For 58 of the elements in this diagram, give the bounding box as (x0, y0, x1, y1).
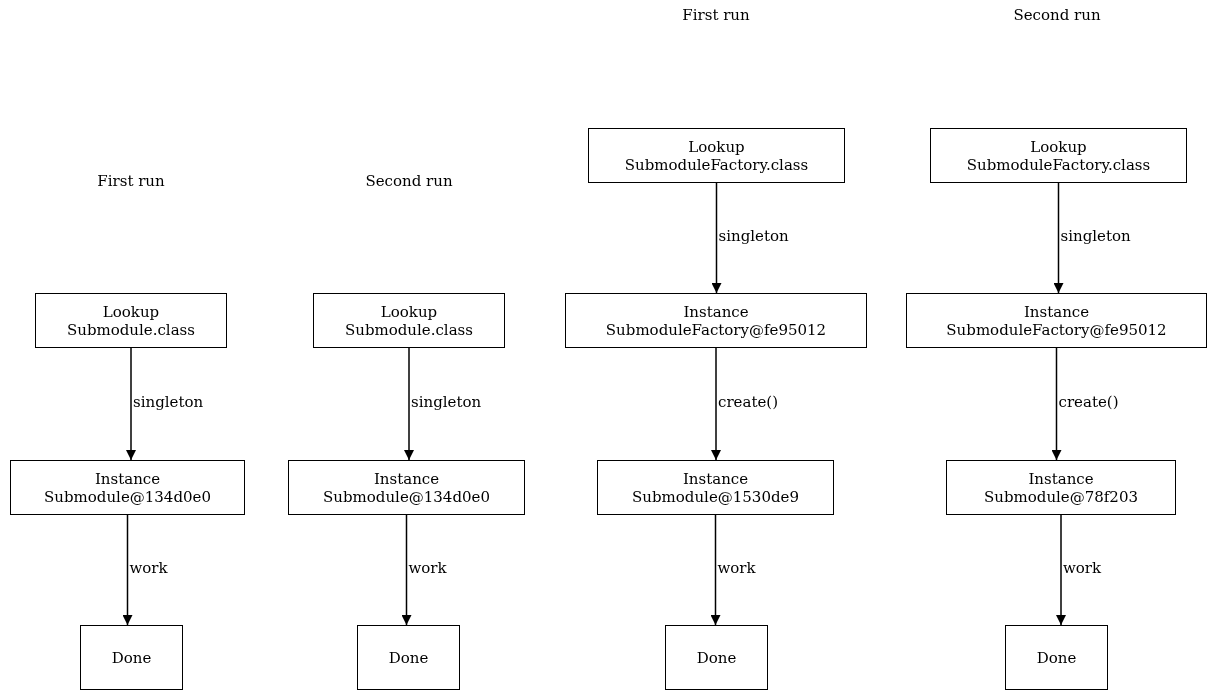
node-text: Instance (1028, 469, 1094, 488)
arrow (404, 347, 414, 461)
node-text: Instance (94, 469, 161, 488)
process-box (906, 293, 1207, 348)
edge-label: singleton (133, 394, 204, 411)
node-text: Done (111, 648, 152, 667)
arrow (1056, 514, 1066, 626)
process-box (313, 293, 505, 348)
node-text: Done (388, 648, 429, 667)
arrow (711, 182, 722, 294)
process-box (588, 128, 845, 183)
edge-label: singleton (1060, 228, 1131, 245)
node-text: SubmoduleFactory.class (624, 155, 809, 174)
process-box (946, 460, 1176, 515)
edge-label: create() (718, 394, 778, 411)
process-box (35, 293, 227, 348)
arrow (401, 514, 412, 626)
arrow (1053, 182, 1064, 294)
node-text: SubmoduleFactory.class (966, 155, 1151, 174)
arrow (710, 514, 721, 626)
node-text: Submodule@134d0e0 (323, 487, 490, 506)
node-text: Instance (683, 302, 749, 321)
arrow (122, 514, 133, 626)
process-box (357, 625, 460, 690)
process-box (288, 460, 525, 515)
process-box (80, 625, 183, 690)
node-text: Lookup (688, 137, 745, 156)
node-text: Submodule.class (344, 320, 473, 339)
arrow (711, 347, 721, 461)
arrow (1051, 347, 1062, 461)
node-text: Lookup (380, 302, 438, 321)
edge-label: create() (1058, 394, 1119, 411)
column-heading: First run (682, 6, 750, 24)
node-text: Submodule@1530de9 (632, 487, 799, 506)
node-text: Instance (373, 469, 440, 488)
node-text: Instance (1023, 302, 1090, 321)
node-text: Submodule@134d0e0 (44, 487, 211, 506)
process-box (1005, 625, 1108, 690)
arrow (126, 347, 136, 461)
node-text: Instance (682, 469, 749, 488)
node-text: Submodule.class (66, 320, 195, 339)
node-text: Submodule@78f203 (984, 487, 1138, 506)
edge-label: singleton (718, 228, 789, 245)
edge-label: singleton (411, 394, 482, 411)
process-box (597, 460, 834, 515)
process-box (930, 128, 1187, 183)
column-heading: First run (97, 172, 165, 190)
node-text: SubmoduleFactory@fe95012 (605, 320, 827, 339)
node-text: Done (696, 648, 737, 667)
node-text: Done (1036, 648, 1077, 667)
node-text: Lookup (1030, 137, 1087, 156)
column-heading: Second run (365, 172, 453, 190)
node-text: Lookup (102, 302, 160, 321)
column-heading: Second run (1013, 6, 1101, 24)
process-box (565, 293, 867, 348)
process-box (665, 625, 768, 690)
node-text: SubmoduleFactory@fe95012 (946, 320, 1167, 339)
process-box (10, 460, 245, 515)
